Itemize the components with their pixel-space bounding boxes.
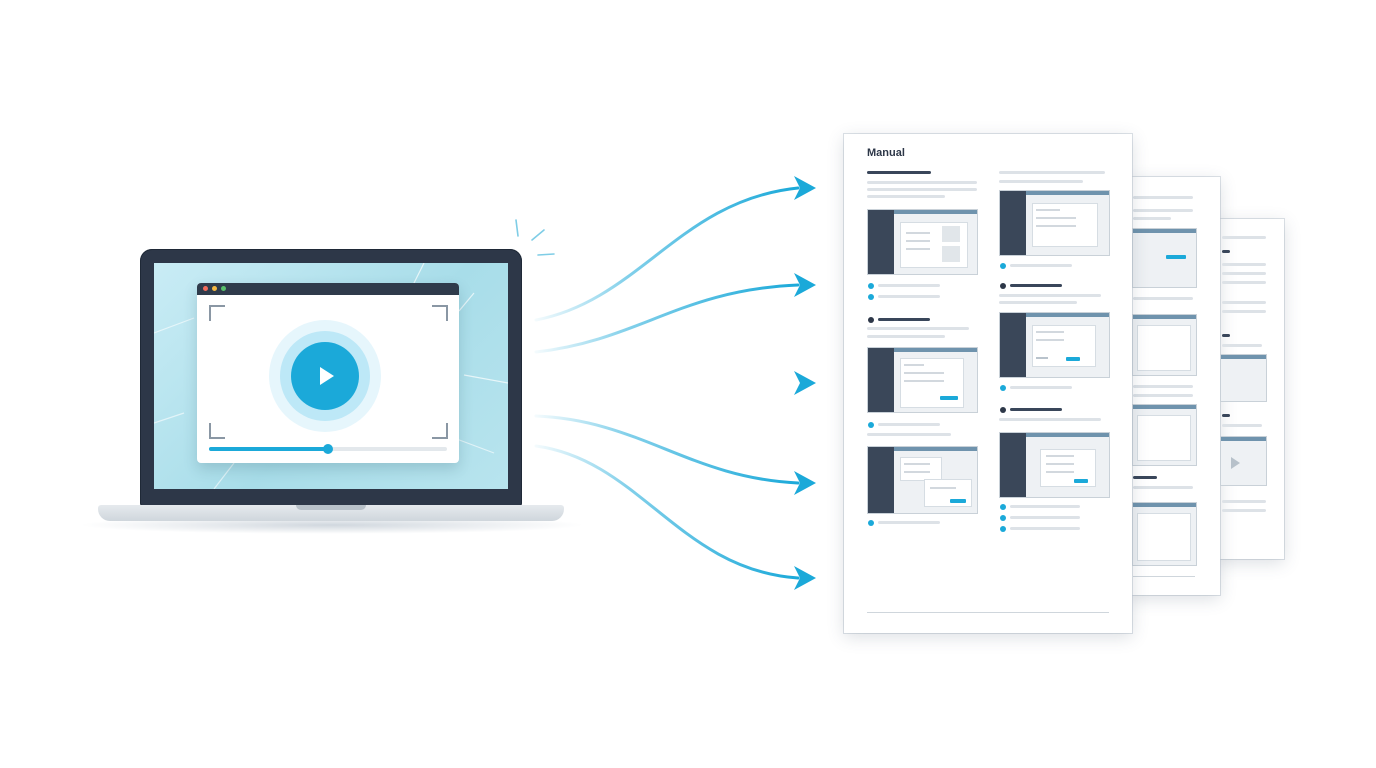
page-text-line <box>1133 385 1193 388</box>
page-text-line <box>1222 344 1262 347</box>
frame-corner-top-left <box>209 305 225 321</box>
step-text <box>878 521 940 524</box>
laptop-base <box>98 505 564 521</box>
progress-knob[interactable] <box>323 444 333 454</box>
page-text-line <box>999 301 1077 304</box>
page-heading <box>1222 250 1230 253</box>
arrow-2 <box>534 283 800 354</box>
page-text-line <box>1222 272 1266 275</box>
arrow-4 <box>534 414 800 485</box>
step-text <box>1010 386 1072 389</box>
section-heading <box>1010 284 1062 287</box>
window-maximize-dot <box>221 286 226 291</box>
step-number-2 <box>868 294 874 300</box>
step-number-5 <box>868 520 874 526</box>
section-heading <box>878 318 930 321</box>
page-text-line <box>867 433 951 436</box>
page-text-line <box>867 335 945 338</box>
page-text-line <box>1133 297 1193 300</box>
screenshot-thumbnail <box>1132 314 1197 376</box>
page-footer-rule <box>867 612 1109 613</box>
page-footer-rule <box>1133 576 1195 577</box>
page-heading <box>1222 334 1230 337</box>
step-number-8 <box>1000 385 1006 391</box>
step-text <box>878 295 940 298</box>
page-text-line <box>867 188 977 191</box>
screenshot-thumbnail <box>867 446 978 514</box>
frame-corner-top-right <box>432 305 448 321</box>
progress-fill <box>209 447 328 451</box>
page-text-line <box>999 171 1105 174</box>
step-number-9 <box>1000 407 1006 413</box>
page-text-line <box>1133 394 1193 397</box>
page-text-line <box>1222 424 1262 427</box>
page-text-line <box>1133 486 1193 489</box>
manual-title: Manual <box>867 147 905 159</box>
section-heading <box>867 171 931 174</box>
page-heading <box>1222 414 1230 417</box>
frame-corner-bottom-right <box>432 423 448 439</box>
page-text-line <box>867 327 969 330</box>
frame-corner-bottom-left <box>209 423 225 439</box>
page-text-line <box>867 195 945 198</box>
step-text <box>1010 264 1072 267</box>
screenshot-thumbnail <box>999 312 1110 378</box>
page-text-line <box>1222 281 1266 284</box>
page-text-line <box>999 418 1101 421</box>
arrow-icon <box>794 566 816 590</box>
screenshot-thumbnail <box>867 347 978 413</box>
page-text-line <box>1222 509 1266 512</box>
page-text-line <box>1222 236 1266 239</box>
window-close-dot <box>203 286 208 291</box>
step-number-11 <box>1000 515 1006 521</box>
step-number-4 <box>868 422 874 428</box>
page-text-line <box>1222 310 1266 313</box>
page-text-line <box>1133 209 1193 212</box>
sparkle-icon <box>515 219 555 256</box>
page-text-line <box>1222 263 1266 266</box>
screenshot-thumbnail <box>1220 354 1267 402</box>
step-number-10 <box>1000 504 1006 510</box>
page-text-line <box>1133 196 1193 199</box>
step-text <box>878 284 940 287</box>
play-icon <box>1231 457 1240 469</box>
arrow-icon <box>794 371 816 395</box>
step-text <box>1010 505 1080 508</box>
arrow-icon <box>794 176 816 200</box>
step-number-7 <box>1000 283 1006 289</box>
screenshot-thumbnail <box>999 432 1110 498</box>
page-text-line <box>1222 500 1266 503</box>
play-button[interactable] <box>291 342 359 410</box>
screenshot-thumbnail <box>867 209 978 275</box>
step-text <box>878 423 940 426</box>
page-text-line <box>1133 217 1171 220</box>
window-minimize-dot <box>212 286 217 291</box>
step-text <box>1010 516 1080 519</box>
arrow-icon <box>794 273 816 297</box>
arrow-5 <box>534 444 800 580</box>
step-number-6 <box>1000 263 1006 269</box>
section-heading <box>1010 408 1062 411</box>
step-number-3 <box>868 317 874 323</box>
page-heading <box>1133 476 1157 479</box>
laptop-notch <box>296 505 366 510</box>
step-number-12 <box>1000 526 1006 532</box>
arrow-icon <box>794 471 816 495</box>
screenshot-thumbnail <box>1132 502 1197 566</box>
page-text-line <box>1222 301 1266 304</box>
step-number-1 <box>868 283 874 289</box>
arrow-1 <box>534 186 800 322</box>
screenshot-thumbnail <box>1132 404 1197 466</box>
page-text-line <box>999 180 1083 183</box>
play-icon <box>320 367 334 385</box>
screenshot-thumbnail <box>1132 228 1197 288</box>
video-thumbnail <box>1220 436 1267 486</box>
page-text-line <box>999 294 1101 297</box>
screenshot-thumbnail <box>999 190 1110 256</box>
step-text <box>1010 527 1080 530</box>
page-text-line <box>867 181 977 184</box>
player-titlebar <box>197 283 459 295</box>
